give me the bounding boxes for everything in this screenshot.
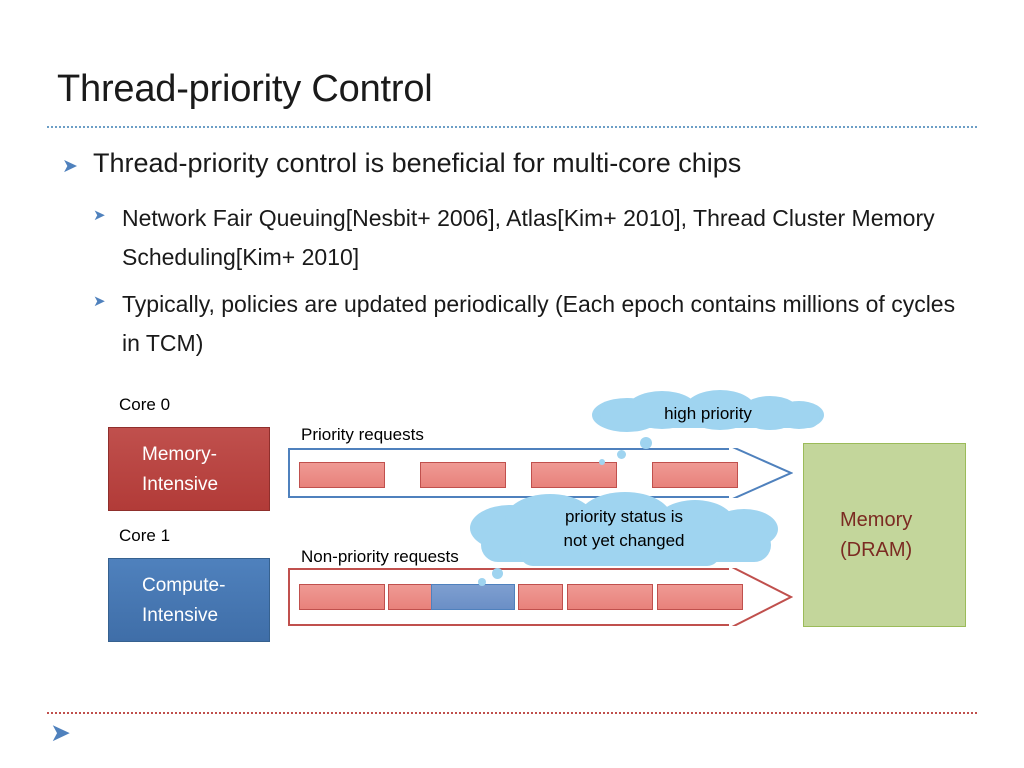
footer-bullet-marker-icon: ➤ xyxy=(50,719,71,747)
core1-box-line2: Intensive xyxy=(142,605,219,626)
priority-request-arrow-icon xyxy=(288,448,793,498)
memory-line2: (DRAM) xyxy=(840,539,913,561)
callout-priority-status-line2: not yet changed xyxy=(563,531,685,550)
bullet-marker-icon: ➤ xyxy=(93,207,106,224)
page-title: Thread-priority Control xyxy=(57,68,433,110)
core1-box-line1: Compute- xyxy=(142,575,226,596)
nonpriority-request-block xyxy=(567,584,653,610)
priority-requests-label: Priority requests xyxy=(301,425,424,444)
priority-request-block xyxy=(299,462,385,488)
core0-memory-intensive-box: Memory- Intensive xyxy=(108,427,270,511)
core0-box-line2: Intensive xyxy=(142,474,219,495)
nonpriority-request-block-highlighted xyxy=(431,584,515,610)
core1-compute-intensive-box: Compute- Intensive xyxy=(108,558,270,642)
memory-line1: Memory xyxy=(840,509,913,531)
core0-label: Core 0 xyxy=(119,395,171,414)
nonpriority-requests-label: Non-priority requests xyxy=(301,547,459,566)
callout-priority-status-line1: priority status is xyxy=(564,507,684,526)
priority-request-block xyxy=(652,462,738,488)
footer-divider xyxy=(47,712,977,714)
nonpriority-request-block xyxy=(299,584,385,610)
core0-box-line1: Memory- xyxy=(142,444,217,465)
bullet-level2-item-1: Typically, policies are updated periodic… xyxy=(122,291,956,356)
core1-label: Core 1 xyxy=(119,526,171,545)
priority-request-block xyxy=(531,462,617,488)
bullet-level2-item-0: Network Fair Queuing[Nesbit+ 2006], Atla… xyxy=(122,205,935,270)
bullet-marker-icon: ➤ xyxy=(93,293,106,310)
nonpriority-request-block xyxy=(518,584,563,610)
memory-dram-box: Memory (DRAM) xyxy=(803,443,966,627)
nonpriority-request-block xyxy=(388,584,433,610)
nonpriority-request-block xyxy=(657,584,743,610)
callout-high-priority-text: high priority xyxy=(664,404,752,423)
bullet-level1: Thread-priority control is beneficial fo… xyxy=(93,148,742,178)
priority-request-block xyxy=(420,462,506,488)
title-divider xyxy=(47,126,977,128)
bullet-marker-icon: ➤ xyxy=(62,156,78,177)
nonpriority-request-arrow-icon xyxy=(288,568,793,626)
